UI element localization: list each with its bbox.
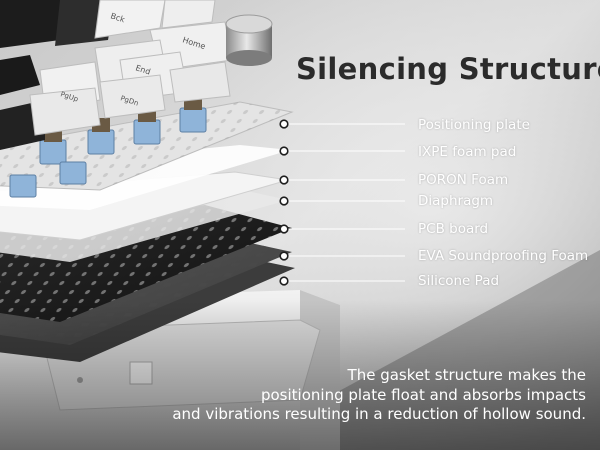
layer-label-pcb-board: PCB board bbox=[418, 221, 489, 237]
volume-knob bbox=[225, 14, 273, 66]
page-title: Silencing Structure bbox=[296, 52, 600, 86]
description-caption: The gasket structure makes the positioni… bbox=[166, 366, 586, 425]
description-line-3: and vibrations resulting in a reduction … bbox=[172, 405, 586, 423]
description-line-2: positioning plate float and absorbs impa… bbox=[260, 385, 586, 404]
layer-label-positioning-plate: Positioning plate bbox=[418, 117, 530, 133]
keycap-back-legend: Bck bbox=[109, 11, 126, 24]
layer-label-silicone-pad: Silicone Pad bbox=[418, 273, 500, 289]
layer-label-eva-foam: EVA Soundproofing Foam bbox=[418, 248, 589, 264]
leader-dots bbox=[279, 119, 289, 286]
keycap-end-legend: End bbox=[134, 63, 151, 76]
keycaps: Bck Home End PgUp PgDn bbox=[0, 0, 233, 150]
layer-label-ixpe-foam: IXPE foam pad bbox=[418, 144, 517, 160]
description-line-1: The gasket structure makes the bbox=[347, 366, 586, 384]
layer-label-poron-foam: PORON Foam bbox=[418, 172, 509, 188]
leader-lines bbox=[284, 123, 405, 282]
layer-label-diaphragm: Diaphragm bbox=[418, 193, 494, 209]
